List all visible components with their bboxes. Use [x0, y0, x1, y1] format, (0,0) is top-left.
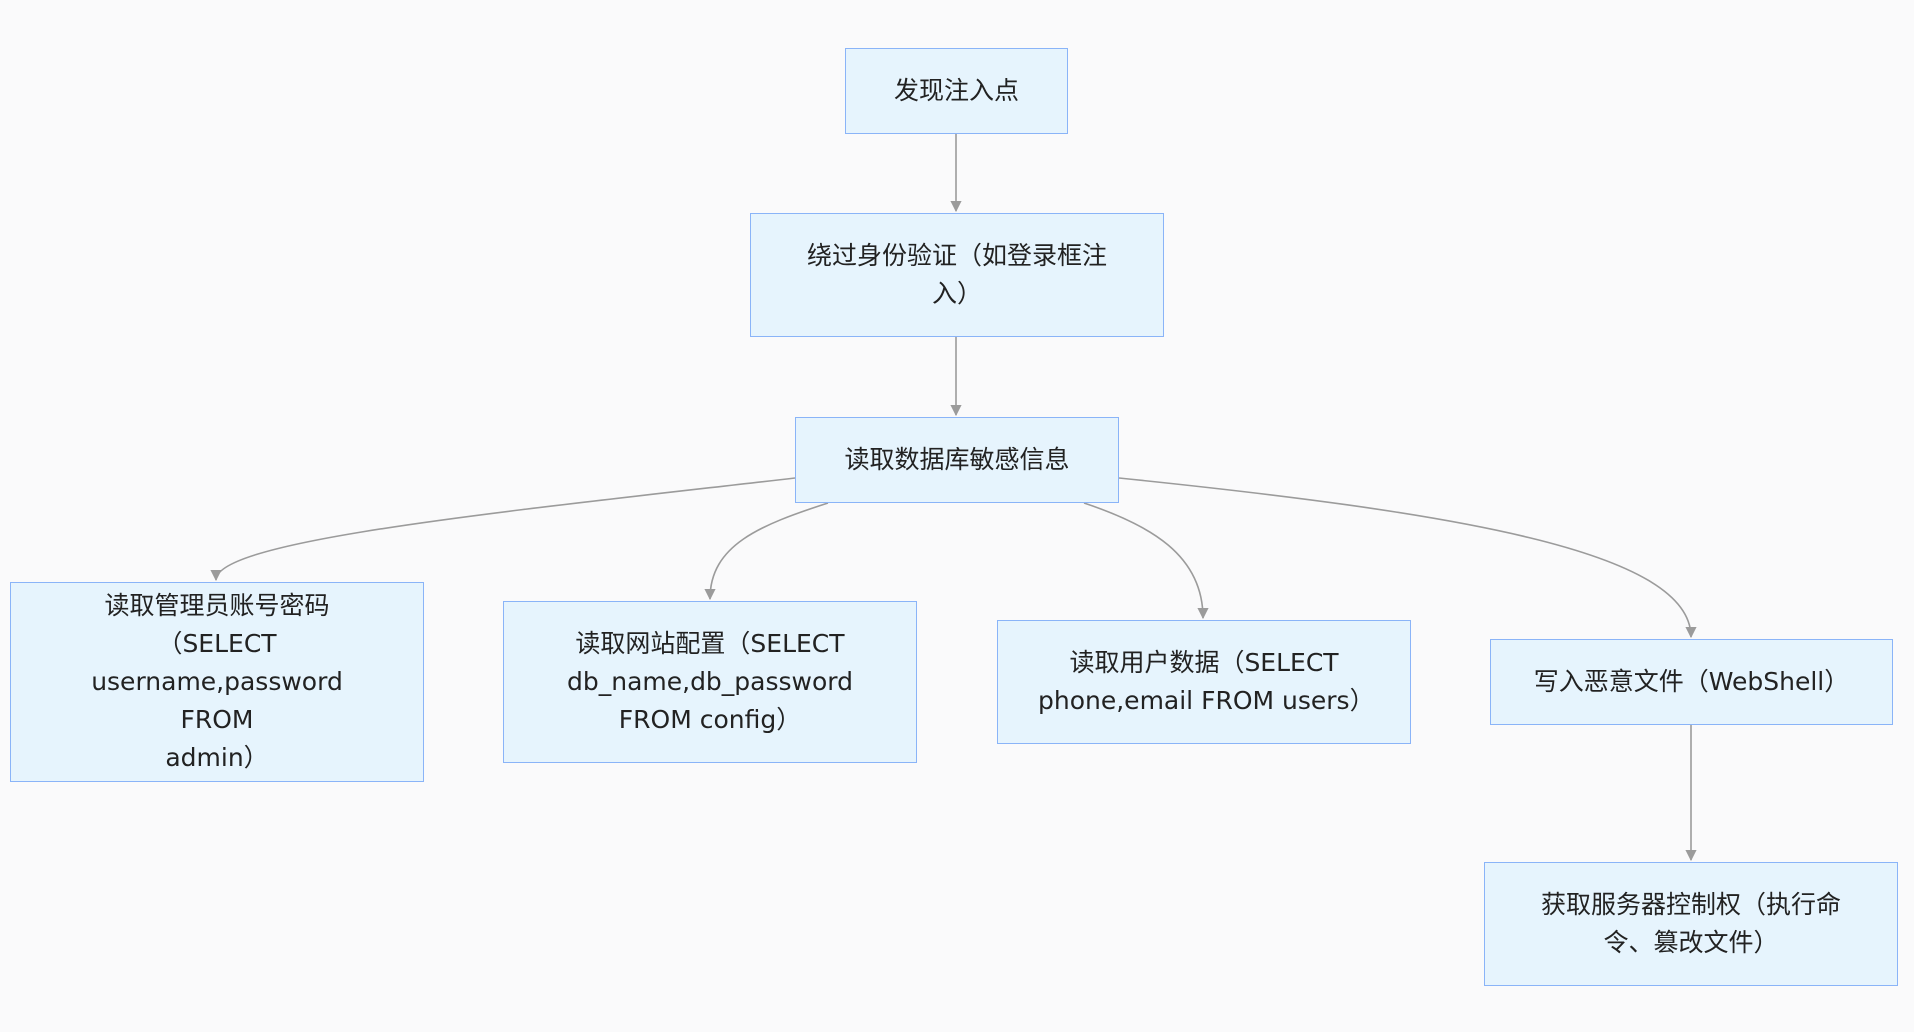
edge-n3-n5 — [704, 502, 829, 601]
node-find-injection-point: 发现注入点 — [845, 48, 1068, 134]
node-read-sensitive-db-info: 读取数据库敏感信息 — [795, 417, 1119, 503]
node-read-user-data: 读取用户数据（SELECT phone,email FROM users） — [997, 620, 1411, 744]
edge-n3-n4 — [210, 477, 796, 582]
edge-n3-n7 — [1118, 477, 1697, 639]
node-bypass-authentication: 绕过身份验证（如登录框注 入） — [750, 213, 1164, 337]
node-read-admin-credentials: 读取管理员账号密码 （SELECT username,password FROM… — [10, 582, 424, 782]
node-gain-server-control: 获取服务器控制权（执行命 令、篡改文件） — [1484, 862, 1898, 986]
edge-n3-n6 — [1083, 502, 1209, 620]
node-write-webshell: 写入恶意文件（WebShell） — [1490, 639, 1893, 725]
node-read-site-config: 读取网站配置（SELECT db_name,db_password FROM c… — [503, 601, 917, 763]
